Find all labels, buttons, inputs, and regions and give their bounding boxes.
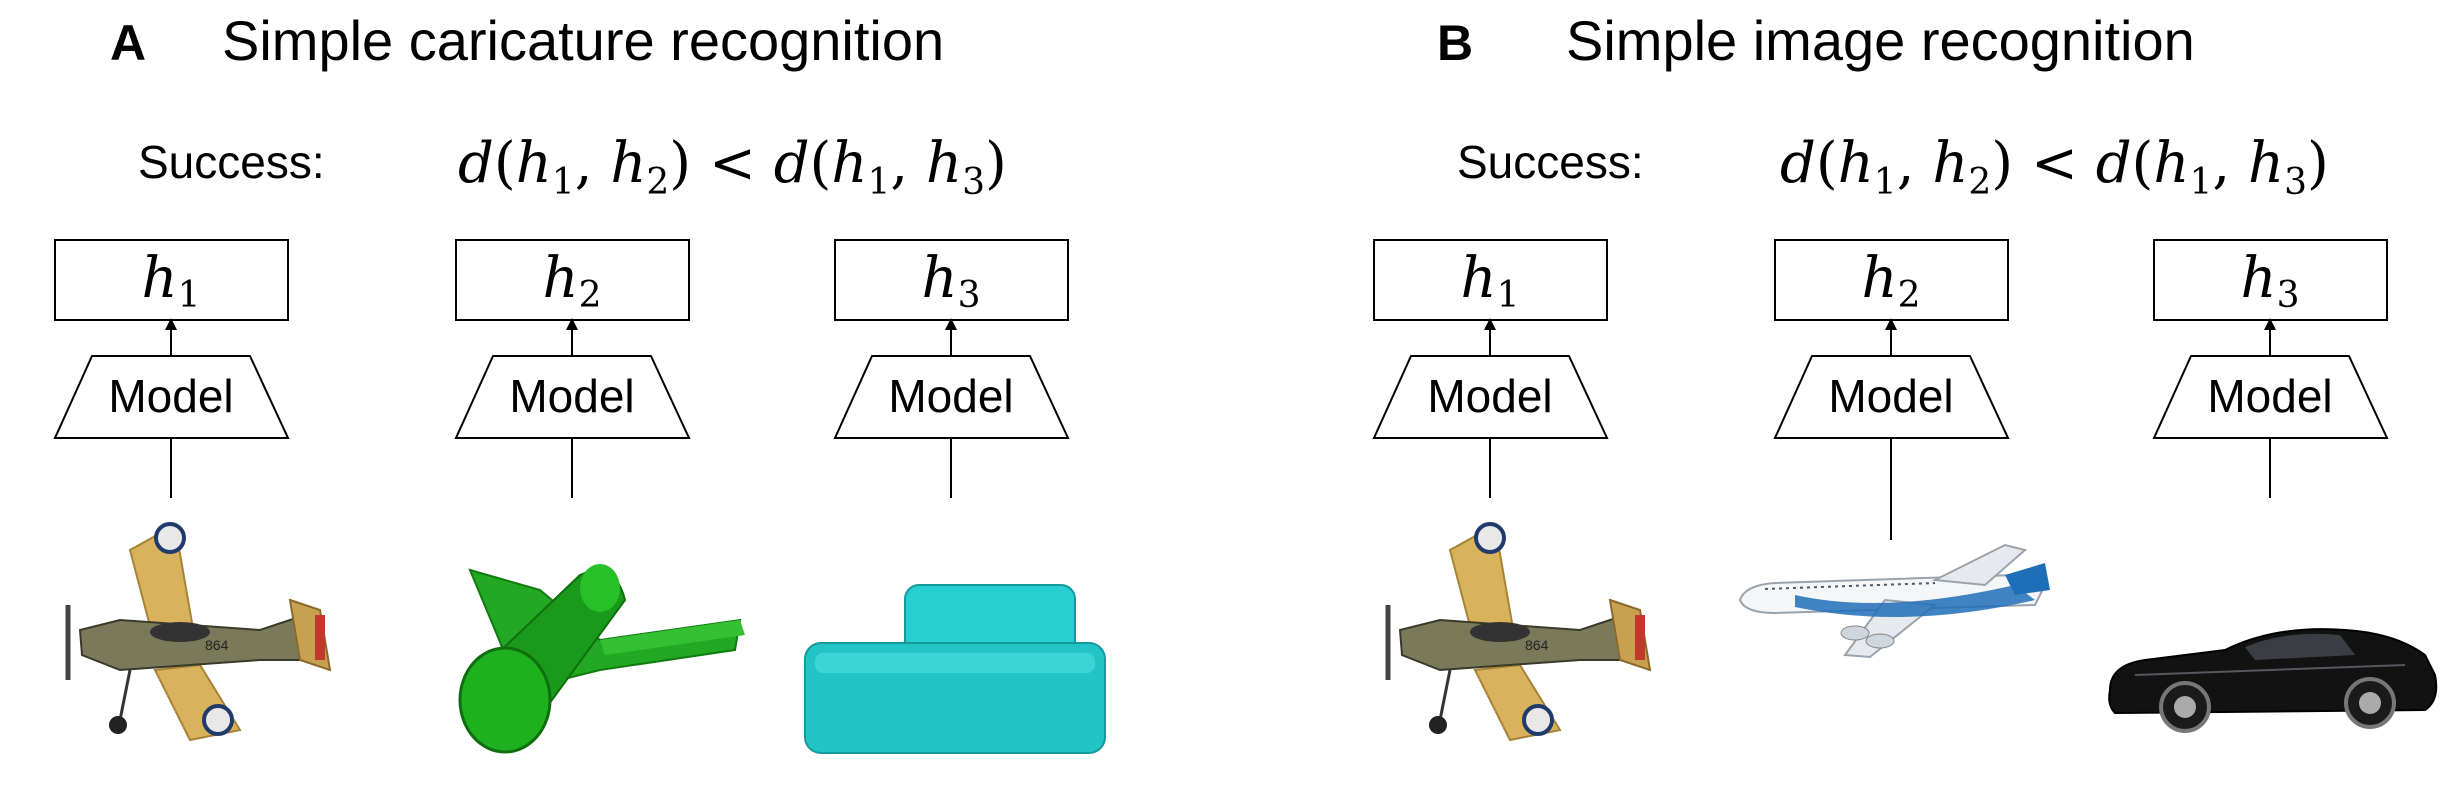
- panel-a: A Simple caricature recognition Success:…: [53, 9, 1106, 754]
- output-label: h1: [1461, 246, 1520, 316]
- pipeline-column: h1 Model 864: [53, 239, 332, 742]
- model-label: Model: [2207, 370, 2332, 422]
- output-box-h1: [54, 239, 289, 321]
- output-label: h1: [142, 246, 201, 316]
- model-label: Model: [1828, 370, 1953, 422]
- success-label: Success:: [138, 136, 325, 188]
- success-formula: d(h1, h2) < d(h1, h3): [1780, 131, 2329, 203]
- sports-car-image: [2108, 628, 2438, 733]
- svg-text:864: 864: [205, 637, 229, 653]
- panel-title: Simple caricature recognition: [222, 9, 944, 72]
- pipeline-column: h2 Model: [454, 239, 745, 754]
- output-box-h1: [1373, 239, 1608, 321]
- pipeline-column: h2 Model: [1738, 239, 2050, 659]
- caricature-airplane-image: [458, 564, 745, 754]
- model-trapezoid: [53, 355, 290, 439]
- model-label: Model: [509, 370, 634, 422]
- panel-b: B Simple image recognition Success: d(h1…: [1372, 9, 2438, 742]
- biplane-image: 864: [1385, 522, 1652, 742]
- output-box-h3: [834, 239, 1069, 321]
- model-trapezoid: [1773, 355, 2010, 439]
- pipeline-column: h3 Model: [2108, 239, 2438, 733]
- model-label: Model: [108, 370, 233, 422]
- output-box-h3: [2153, 239, 2388, 321]
- panel-letter: B: [1437, 15, 1473, 71]
- model-label: Model: [888, 370, 1013, 422]
- pipeline-column: h3 Model: [804, 239, 1106, 754]
- success-formula: d(h1, h2) < d(h1, h3): [458, 131, 1007, 203]
- biplane-image: 864: [65, 522, 332, 742]
- output-label: h3: [2241, 246, 2300, 316]
- model-trapezoid: [454, 355, 691, 439]
- caricature-car-image: [804, 584, 1106, 754]
- output-label: h3: [922, 246, 981, 316]
- output-label: h2: [1862, 246, 1921, 316]
- airliner-image: [1738, 543, 2050, 659]
- model-trapezoid: [1372, 355, 1609, 439]
- model-trapezoid: [833, 355, 1070, 439]
- output-box-h2: [455, 239, 690, 321]
- pipeline-column: h1 Model 864: [1372, 239, 1652, 742]
- panel-letter: A: [110, 15, 146, 71]
- model-trapezoid: [2152, 355, 2389, 439]
- output-label: h2: [543, 246, 602, 316]
- success-label: Success:: [1457, 136, 1644, 188]
- svg-text:864: 864: [1525, 637, 1549, 653]
- model-label: Model: [1427, 370, 1552, 422]
- panel-title: Simple image recognition: [1566, 9, 2195, 72]
